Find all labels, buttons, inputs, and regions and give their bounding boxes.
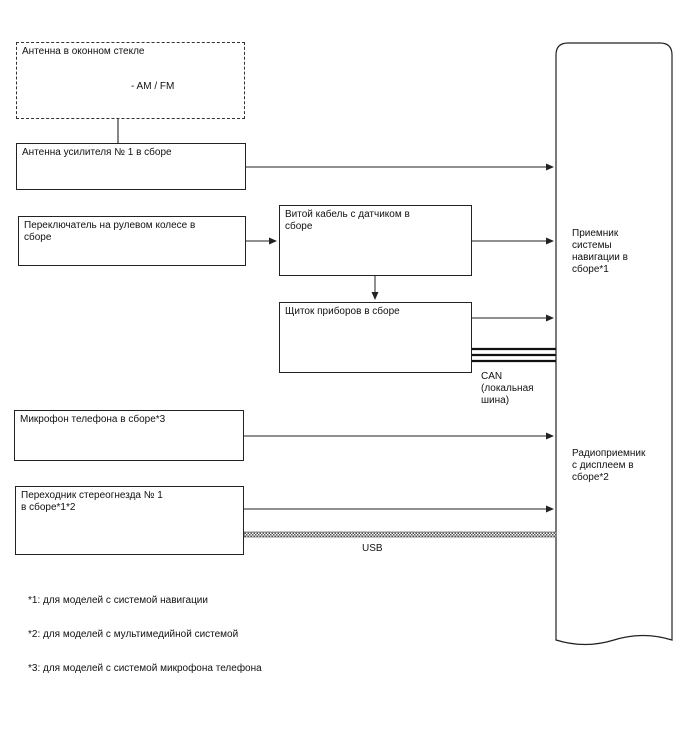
meter-label: Щиток приборов в сборе: [285, 306, 400, 317]
usb-cable: [243, 531, 557, 538]
receiver-nav-label: Приемник системы навигации в сборе*1: [572, 228, 628, 275]
meter-box: Щиток приборов в сборе: [279, 302, 472, 373]
microphone-label: Микрофон телефона в сборе*3: [20, 414, 166, 425]
stereo-jack-label: Переходник стереогнезда № 1 в сборе*1*2: [21, 490, 163, 513]
am-fm-label: - AM / FM: [131, 81, 175, 92]
spiral-cable-box: Витой кабель с датчиком в сборе: [279, 205, 472, 276]
stereo-jack-box: Переходник стереогнезда № 1 в сборе*1*2: [15, 486, 244, 555]
steering-switch-box: Переключатель на рулевом колесе в сборе: [18, 216, 246, 266]
receiver-body: [555, 42, 673, 646]
spiral-cable-label: Витой кабель с датчиком в сборе: [285, 209, 410, 232]
footnote-1: *1: для моделей с системой навигации: [28, 595, 208, 606]
can-bus-lines: [472, 347, 556, 363]
amp-antenna-label: Антенна усилителя № 1 в сборе: [22, 147, 172, 158]
footnote-3: *3: для моделей с системой микрофона тел…: [28, 663, 262, 674]
can-label: CAN (локальная шина): [481, 371, 534, 406]
steering-switch-label: Переключатель на рулевом колесе в сборе: [24, 220, 196, 243]
microphone-box: Микрофон телефона в сборе*3: [14, 410, 244, 461]
antenna-glass-label: Антенна в оконном стекле: [22, 46, 145, 57]
usb-label: USB: [362, 543, 383, 554]
receiver-radio-label: Радиоприемник с дисплеем в сборе*2: [572, 448, 646, 483]
amp-antenna-box: Антенна усилителя № 1 в сборе: [16, 143, 246, 190]
antenna-glass-box: Антенна в оконном стекле: [16, 42, 245, 119]
footnote-2: *2: для моделей с мультимедийной системо…: [28, 629, 239, 640]
